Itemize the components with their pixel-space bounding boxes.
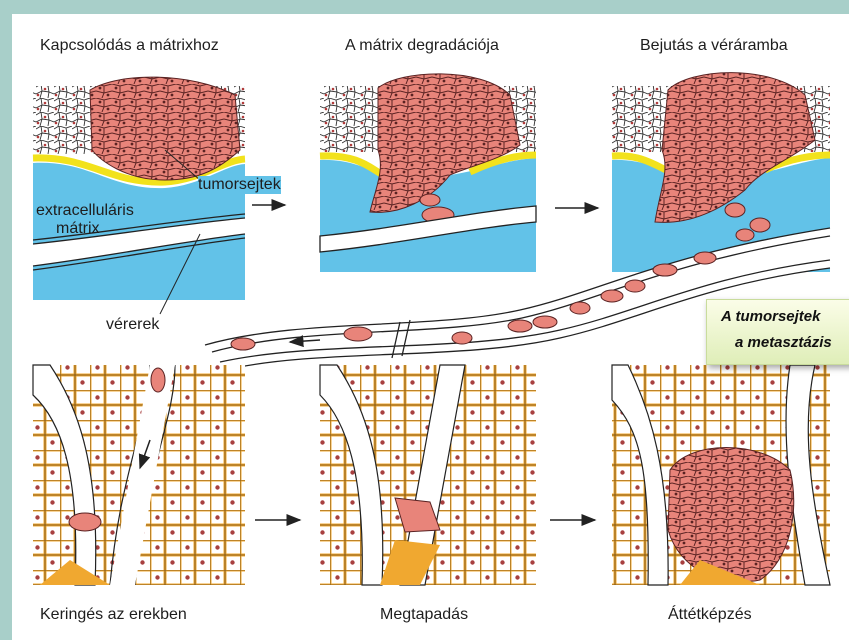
label-ecm-line2: mátrix: [56, 220, 100, 238]
label-tumor-cells: tumorsejtek: [198, 176, 281, 194]
caption-line2: a metasztázis: [735, 334, 832, 351]
label-ecm-line1: extracelluláris: [36, 202, 134, 220]
panel-circulation: [33, 365, 245, 585]
title-matrix-degradation: A mátrix degradációja: [345, 37, 499, 55]
title-attachment: Kapcsolódás a mátrixhoz: [40, 37, 219, 55]
title-intravasation: Bejutás a véráramba: [640, 37, 788, 55]
title-metastasis: Áttétképzés: [668, 606, 752, 624]
title-adhesion: Megtapadás: [380, 606, 468, 624]
caption-line1: A tumorsejtek: [721, 308, 820, 325]
panel-matrix-degradation: [320, 74, 536, 272]
caption-box: A tumorsejtek a metasztázis: [706, 299, 849, 365]
panel-adhesion: [320, 365, 536, 585]
panel-metastasis: [612, 365, 830, 585]
label-vessels: vérerek: [106, 316, 159, 334]
title-circulation: Keringés az erekben: [40, 606, 187, 624]
